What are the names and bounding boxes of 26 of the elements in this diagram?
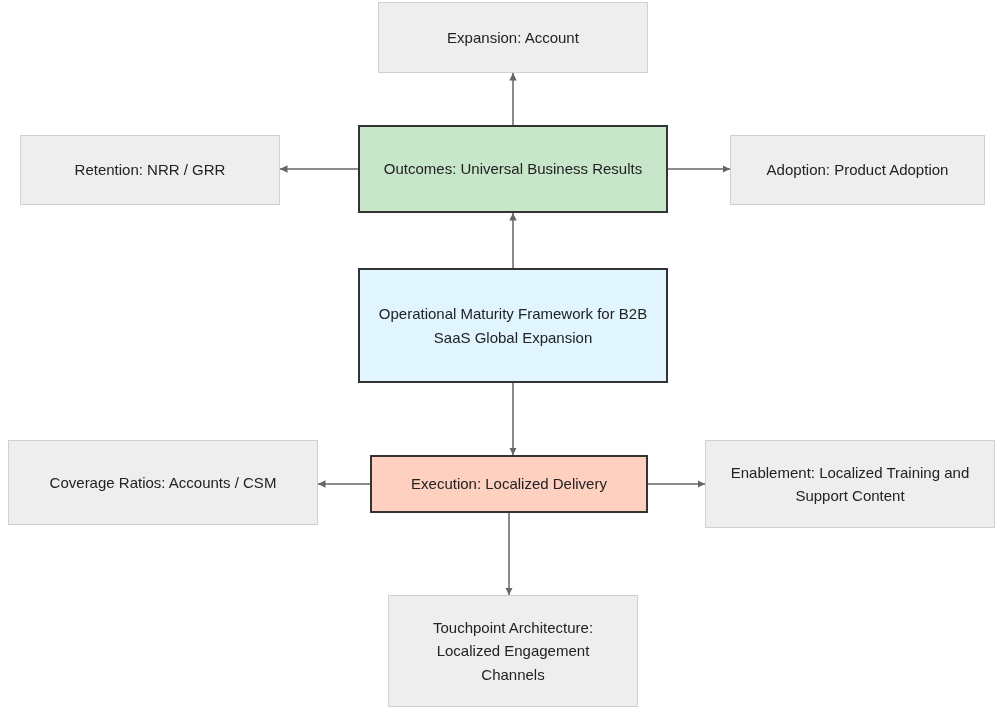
arrow: [279, 165, 359, 173]
process-box: [8, 440, 318, 525]
box-label: Outcomes: Universal Business Results: [383, 159, 643, 180]
process-box: [378, 2, 648, 73]
process-box: [358, 268, 668, 383]
box-label: Execution: Localized Delivery: [411, 474, 607, 495]
arrow: [505, 512, 513, 596]
box-label: Adoption: Product Adoption: [766, 160, 949, 181]
process-box: [705, 440, 995, 528]
process-box: [730, 135, 985, 205]
process-box: [20, 135, 280, 205]
box-label: Enablement: Localized Training and Support Content: [729, 462, 971, 506]
arrow: [509, 72, 517, 126]
process-box: [358, 125, 668, 213]
arrow: [647, 480, 706, 488]
process-box: [388, 595, 638, 707]
process-box: [370, 455, 648, 513]
arrow: [317, 480, 371, 488]
box-label: Expansion: Account: [447, 27, 579, 48]
box-label: Coverage Ratios: Accounts / CSM: [49, 472, 277, 493]
arrow: [667, 165, 731, 173]
box-label: Retention: NRR / GRR: [74, 160, 226, 181]
arrow: [509, 382, 517, 456]
box-label: Operational Maturity Framework for B2B SaaS Global Expansion: [377, 304, 649, 348]
arrow: [509, 212, 517, 269]
box-label: Touchpoint Architecture: Localized Engagement Channels: [431, 618, 595, 685]
